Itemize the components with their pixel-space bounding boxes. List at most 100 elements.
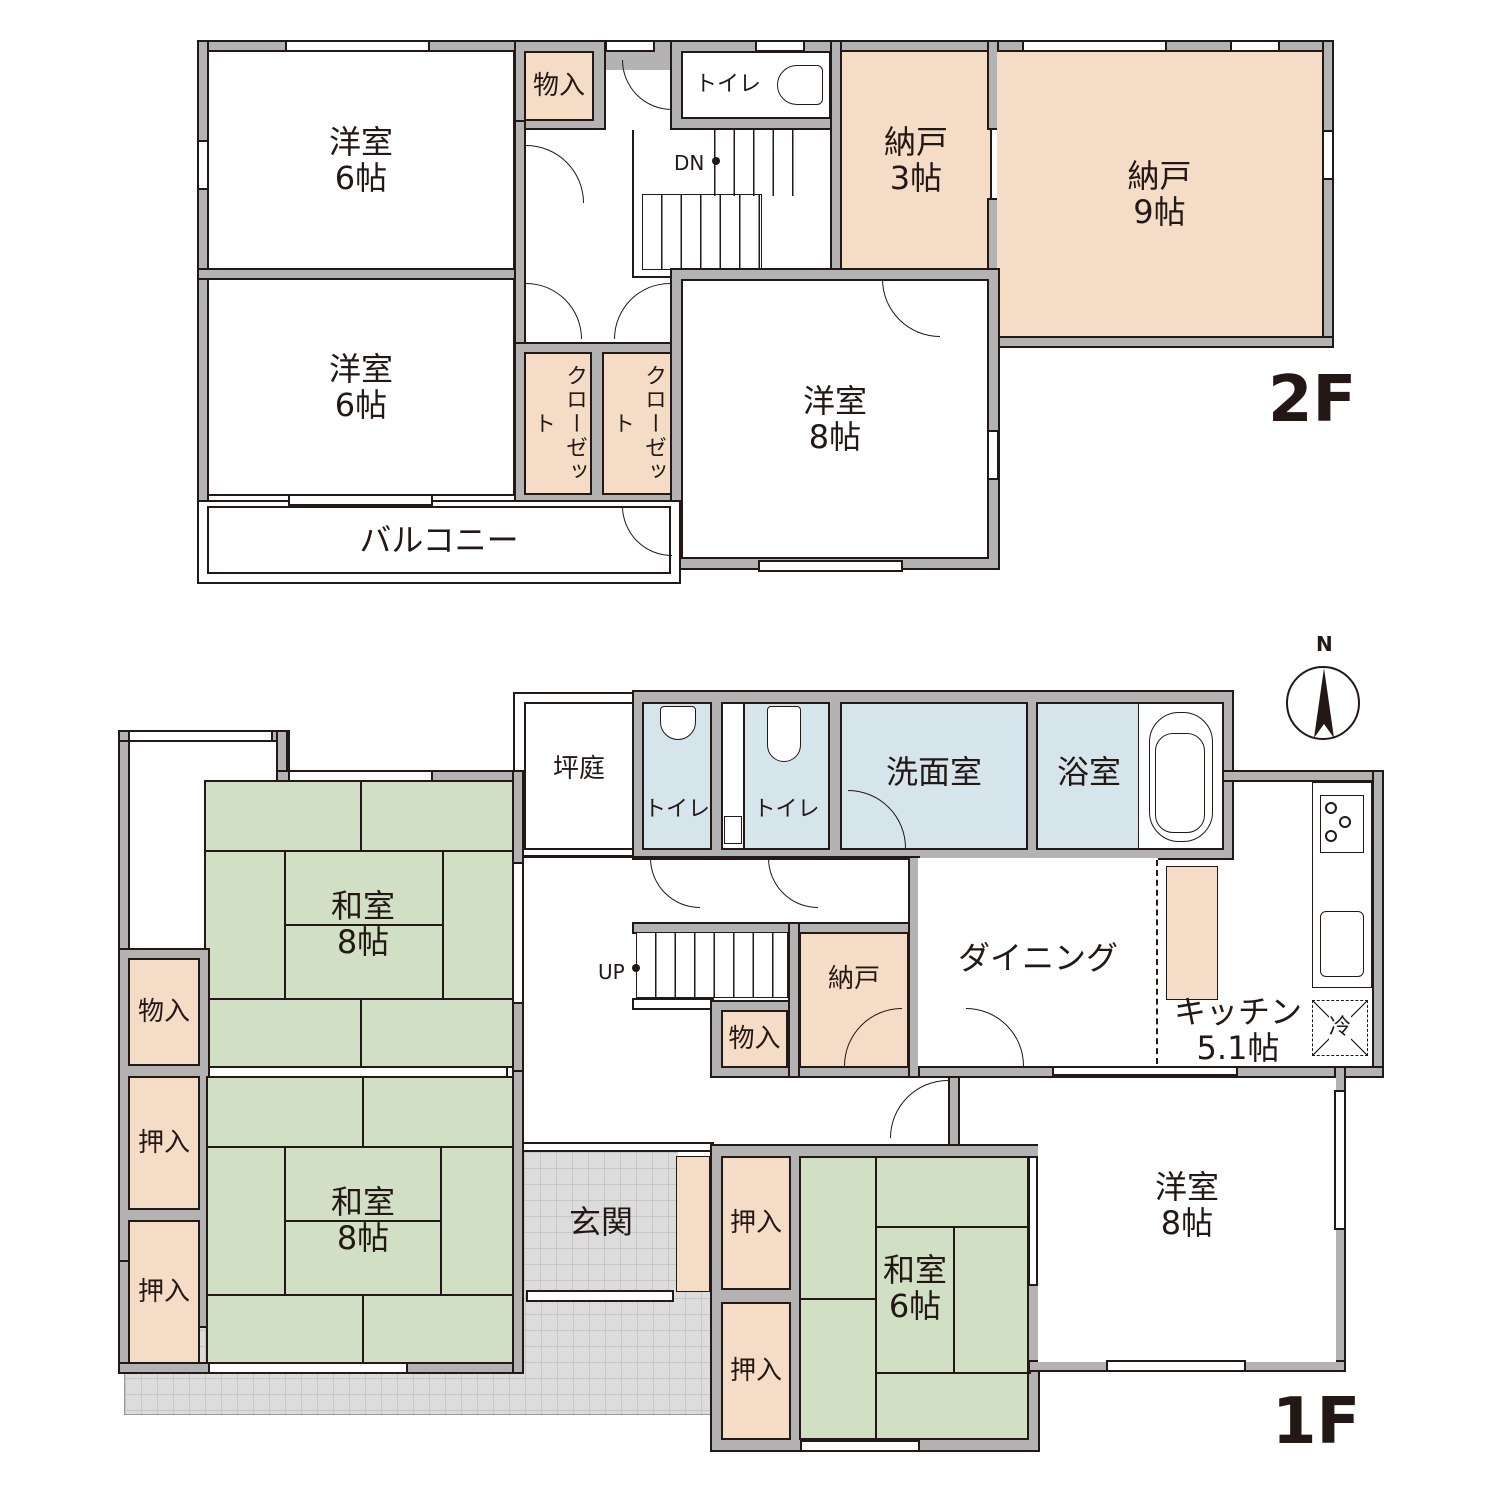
window xyxy=(288,770,433,782)
window xyxy=(208,1066,508,1078)
hall-top-line xyxy=(524,856,920,858)
room-size: 8帖 xyxy=(336,1219,390,1257)
stairs-dot-icon xyxy=(712,157,720,165)
entrance-door[interactable] xyxy=(526,1290,674,1302)
window xyxy=(758,560,903,572)
room-size: 8帖 xyxy=(336,923,390,961)
bathtub-area xyxy=(1138,702,1224,850)
stairs-dot-icon xyxy=(632,964,640,972)
kitchen-counter xyxy=(1312,782,1372,988)
compass-north-label: N xyxy=(1316,632,1333,656)
room-1f-bathroom: 浴室 xyxy=(1036,702,1140,850)
room-1f-courtyard: 坪庭 xyxy=(524,702,634,850)
toilet-icon xyxy=(777,65,823,105)
room-1f-toilet-2: トイレ xyxy=(743,702,830,850)
room-name: 洋室 xyxy=(802,382,867,420)
room-name: 坪庭 xyxy=(552,754,605,784)
room-name: 押入 xyxy=(137,1128,190,1158)
stove-icon xyxy=(1320,795,1364,853)
fridge-label: 冷 xyxy=(1328,1015,1351,1040)
room-name: バルコニー xyxy=(359,521,519,559)
floor-label-1f: 1F xyxy=(1272,1385,1361,1459)
kitchen-divider-dashed xyxy=(1156,860,1158,1064)
room-name: 洋室 xyxy=(328,350,393,388)
room-name: 押入 xyxy=(729,1208,782,1238)
window xyxy=(1028,1156,1038,1286)
room-1f-storage-center: 物入 xyxy=(721,1010,788,1068)
room-name: 和室 xyxy=(330,1183,395,1221)
toilet-2-tank-strip xyxy=(721,702,745,850)
window xyxy=(208,1362,408,1374)
compass-circle xyxy=(1286,666,1360,740)
door-swing[interactable] xyxy=(614,283,670,339)
window xyxy=(197,140,209,190)
room-1f-dining: ダイニング xyxy=(918,858,1158,1066)
toilet-icon xyxy=(660,706,696,740)
room-size: 9帖 xyxy=(1133,193,1186,231)
door-swing[interactable] xyxy=(890,1080,948,1138)
door-swing[interactable] xyxy=(650,858,700,908)
floor-label-2f: 2F xyxy=(1268,363,1357,437)
room-name: 洋室 xyxy=(328,123,393,161)
room-1f-toilet-1: トイレ xyxy=(642,702,712,850)
room-1f-closet-left-1: 押入 xyxy=(128,1076,200,1210)
room-name: 洗面室 xyxy=(885,753,982,791)
window xyxy=(755,40,805,52)
room-name: 洋室 xyxy=(1154,1168,1219,1206)
compass: N xyxy=(1286,632,1362,742)
room-1f-closet-mid-1: 押入 xyxy=(721,1156,791,1290)
room-2f-closet-2: クローゼット xyxy=(602,352,672,495)
wall-1f-left-lower xyxy=(118,1260,130,1372)
door-swing[interactable] xyxy=(526,283,582,339)
sink-icon xyxy=(724,816,742,844)
door-swing[interactable] xyxy=(768,858,818,908)
north-arrow-icon xyxy=(1314,668,1334,738)
stairs-2f[interactable] xyxy=(632,130,832,278)
room-name: 納戸 xyxy=(1127,157,1192,195)
wall-1f-hall-bottom xyxy=(524,1142,714,1152)
kitchen-label: キッチン 5.1帖 xyxy=(1168,994,1308,1066)
window xyxy=(1052,1066,1238,1076)
room-name: 押入 xyxy=(137,1277,190,1307)
room-size: 6帖 xyxy=(888,1287,942,1325)
window xyxy=(288,494,433,506)
room-2f-storage-top: 物入 xyxy=(524,51,594,121)
stairs-down-label: DN xyxy=(674,151,705,175)
room-name: 物入 xyxy=(728,1024,781,1054)
room-size: 8帖 xyxy=(808,418,862,456)
room-1f-storage-left: 物入 xyxy=(128,958,200,1066)
room-2f-balcony: バルコニー xyxy=(207,506,671,574)
fridge-space: 冷 xyxy=(1312,1000,1368,1056)
wall-1f-kitchen-right xyxy=(1222,770,1384,782)
door-swing[interactable] xyxy=(526,145,584,203)
room-name: 和室 xyxy=(882,1251,947,1289)
window xyxy=(512,862,524,1004)
window xyxy=(800,1440,920,1452)
room-name: 物入 xyxy=(137,997,190,1027)
door-swing[interactable] xyxy=(622,60,672,110)
window xyxy=(987,430,999,480)
room-name: ダイニング xyxy=(957,939,1118,977)
room-1f-closet-left-2: 押入 xyxy=(128,1220,200,1364)
room-name: トイレ xyxy=(644,797,711,822)
room-size: 5.1帖 xyxy=(1196,1029,1280,1067)
room-name: 浴室 xyxy=(1056,753,1121,791)
window xyxy=(1334,1090,1346,1230)
stairs-1f[interactable] xyxy=(636,932,788,998)
room-name: クローゼット xyxy=(609,363,666,484)
window xyxy=(1322,130,1334,180)
room-name: トイレ xyxy=(695,72,762,97)
room-name: 納戸 xyxy=(883,123,948,161)
room-name: トイレ xyxy=(753,797,820,822)
room-name: キッチン xyxy=(1173,993,1302,1031)
room-name: 納戸 xyxy=(827,964,880,994)
room-2f-toilet: トイレ xyxy=(681,51,831,119)
